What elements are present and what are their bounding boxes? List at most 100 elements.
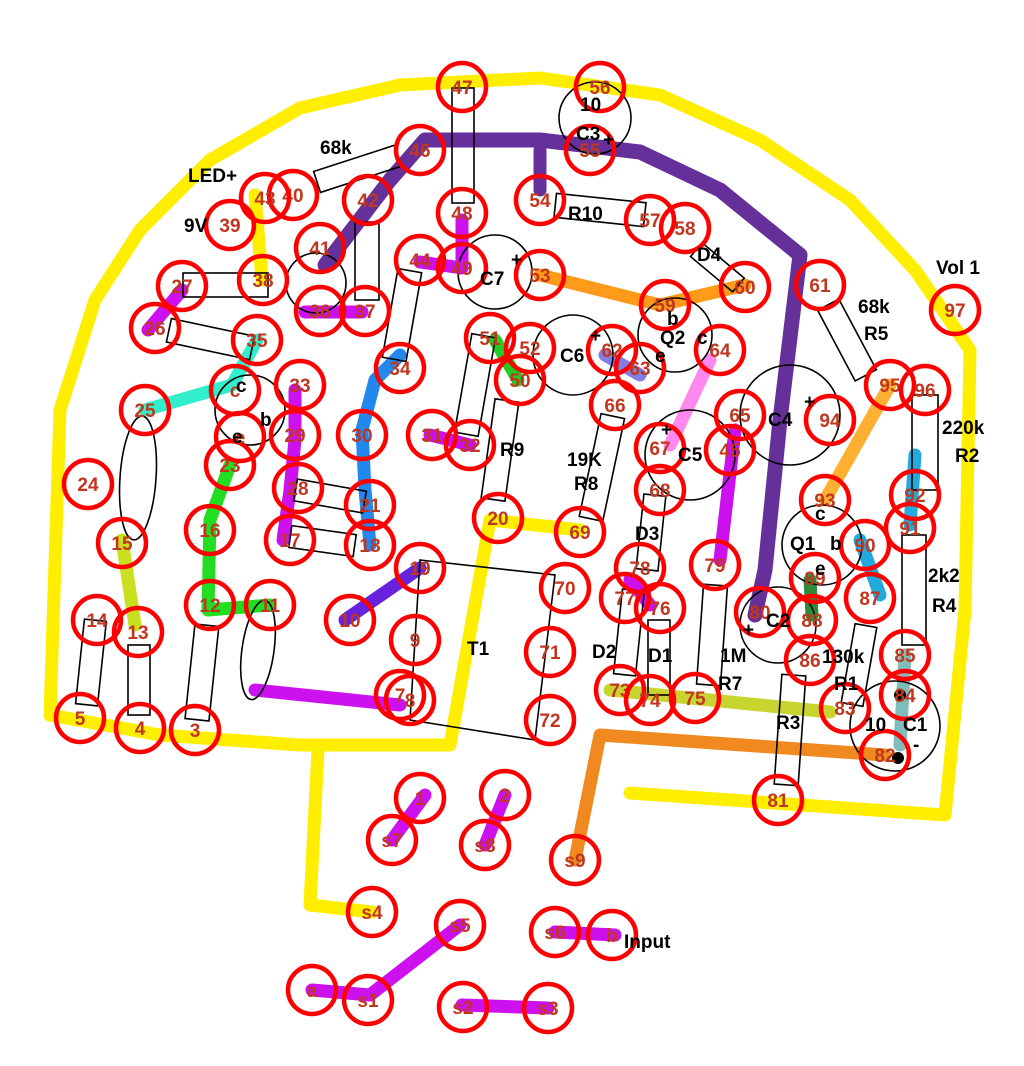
pad-ring-43 xyxy=(238,171,292,225)
pad-label-s5: s5 xyxy=(449,916,471,937)
pad-24: 24 xyxy=(61,457,115,511)
pad-ring-89 xyxy=(788,551,842,605)
pad-label-71: 71 xyxy=(539,643,561,664)
pad-label-29: 29 xyxy=(284,426,305,447)
capacitor-c3-body xyxy=(558,81,632,155)
pad-84: 84 xyxy=(878,668,932,722)
pad-label-81: 81 xyxy=(767,791,789,812)
pad-52: 52 xyxy=(503,321,557,375)
pad-95: 95 xyxy=(863,358,917,412)
resistor-r2-body xyxy=(911,394,939,491)
pad-label-49: 49 xyxy=(451,259,472,280)
magenta-trace-44-49 xyxy=(413,255,469,275)
pad-label-79: 79 xyxy=(704,556,725,577)
pad-ring-41 xyxy=(293,221,347,275)
resistor-14-5-body xyxy=(74,618,108,707)
pad-17: 17 xyxy=(263,513,317,567)
orange-trace-s9-82 xyxy=(568,728,892,867)
pad-ring-96 xyxy=(898,363,952,417)
pad-label-42: 42 xyxy=(357,191,378,212)
pad-label-55: 55 xyxy=(579,141,601,162)
pad-11: 11 xyxy=(243,578,297,632)
resistor-r1-body xyxy=(840,622,878,708)
pad-ring-a xyxy=(285,963,339,1017)
pad-ring-40 xyxy=(266,168,320,222)
pad-label-b: b xyxy=(606,926,618,947)
pad-label-13: 13 xyxy=(127,623,148,644)
pad-label-69: 69 xyxy=(569,523,590,544)
pad-60: 60 xyxy=(718,260,772,314)
label-r1-value: 130k xyxy=(822,647,865,668)
label-r4: R4 xyxy=(932,596,957,617)
teal-trace-25-35 xyxy=(138,333,264,417)
pad-ring-48 xyxy=(435,186,489,240)
pad-83: 83 xyxy=(818,681,872,735)
link-47-48-body xyxy=(451,87,475,204)
pad-label-s3: s3 xyxy=(537,999,558,1020)
pad-ring-60 xyxy=(718,260,772,314)
magenta-trace-45-79 xyxy=(713,423,742,567)
pad-91: 91 xyxy=(883,501,937,555)
pad-ring-11 xyxy=(243,578,297,632)
footswitch-outline-trace xyxy=(303,743,379,919)
pad-label-32: 32 xyxy=(459,436,480,457)
pad-ring-61 xyxy=(793,258,847,312)
pad-88: 88 xyxy=(785,593,839,647)
resistor-26-35-body xyxy=(165,317,256,361)
pad-s2: s2 xyxy=(436,980,490,1034)
pad-28: 28 xyxy=(271,461,325,515)
pad-74: 74 xyxy=(623,673,677,727)
pad-ring-77 xyxy=(598,571,652,625)
pad-ring-18 xyxy=(343,518,397,572)
pad-ring-16 xyxy=(183,503,237,557)
label-q2-c: c xyxy=(697,328,708,349)
pad-label-28: 28 xyxy=(287,479,308,500)
pad-label-s9: s9 xyxy=(564,851,585,872)
pad-s5: s5 xyxy=(433,898,487,952)
magenta-trace-a-s1 xyxy=(305,983,377,1002)
label-r10: R10 xyxy=(568,204,603,225)
pad-64: 64 xyxy=(693,323,747,377)
pad-ring-58 xyxy=(658,201,712,255)
pad-ring-7 xyxy=(373,668,427,722)
pad-ring-67 xyxy=(633,421,687,475)
capacitor-c4-body xyxy=(739,364,841,466)
pad-5: 5 xyxy=(53,691,107,745)
pad-label-s8: s8 xyxy=(474,836,495,857)
pad-ring-51 xyxy=(463,311,517,365)
pad-3: 3 xyxy=(168,703,222,757)
pad-13: 13 xyxy=(111,605,165,659)
pad-label-48: 48 xyxy=(451,204,472,225)
pad-label-76: 76 xyxy=(649,599,670,620)
pad-27: 27 xyxy=(155,259,209,313)
label-led-plus: LED+ xyxy=(188,166,237,187)
pad-label-17: 17 xyxy=(279,531,300,552)
label-r2-value: 220k xyxy=(942,418,985,439)
pad-ring-83 xyxy=(818,681,872,735)
capacitor-c7-body xyxy=(457,234,533,310)
pad-ring-b xyxy=(585,908,639,962)
pad-label-58: 58 xyxy=(674,219,695,240)
pad-93: 93 xyxy=(798,473,852,527)
resistor-17-18-body xyxy=(287,524,358,558)
pad-96: 96 xyxy=(898,363,952,417)
pad-label-26: 26 xyxy=(144,319,165,340)
pad-label-18: 18 xyxy=(359,536,380,557)
pad-label-30: 30 xyxy=(351,426,372,447)
label-r5: R5 xyxy=(864,324,889,345)
pad-ring-64 xyxy=(693,323,747,377)
label-r3: R3 xyxy=(776,713,800,734)
diode-d3-body xyxy=(635,493,667,572)
label-c3: C3 xyxy=(576,124,600,145)
label-d1: D1 xyxy=(648,646,673,667)
magenta-trace-s6-b xyxy=(548,925,622,942)
pad-ring-s3 xyxy=(521,981,575,1035)
transistor-left-body xyxy=(214,374,286,446)
pad-ring-20 xyxy=(471,491,525,545)
pad-ring-65 xyxy=(713,388,767,442)
pad-label-s6: s6 xyxy=(544,923,565,944)
lime-trace-15-13 xyxy=(115,533,142,632)
pad-label-66: 66 xyxy=(604,396,625,417)
